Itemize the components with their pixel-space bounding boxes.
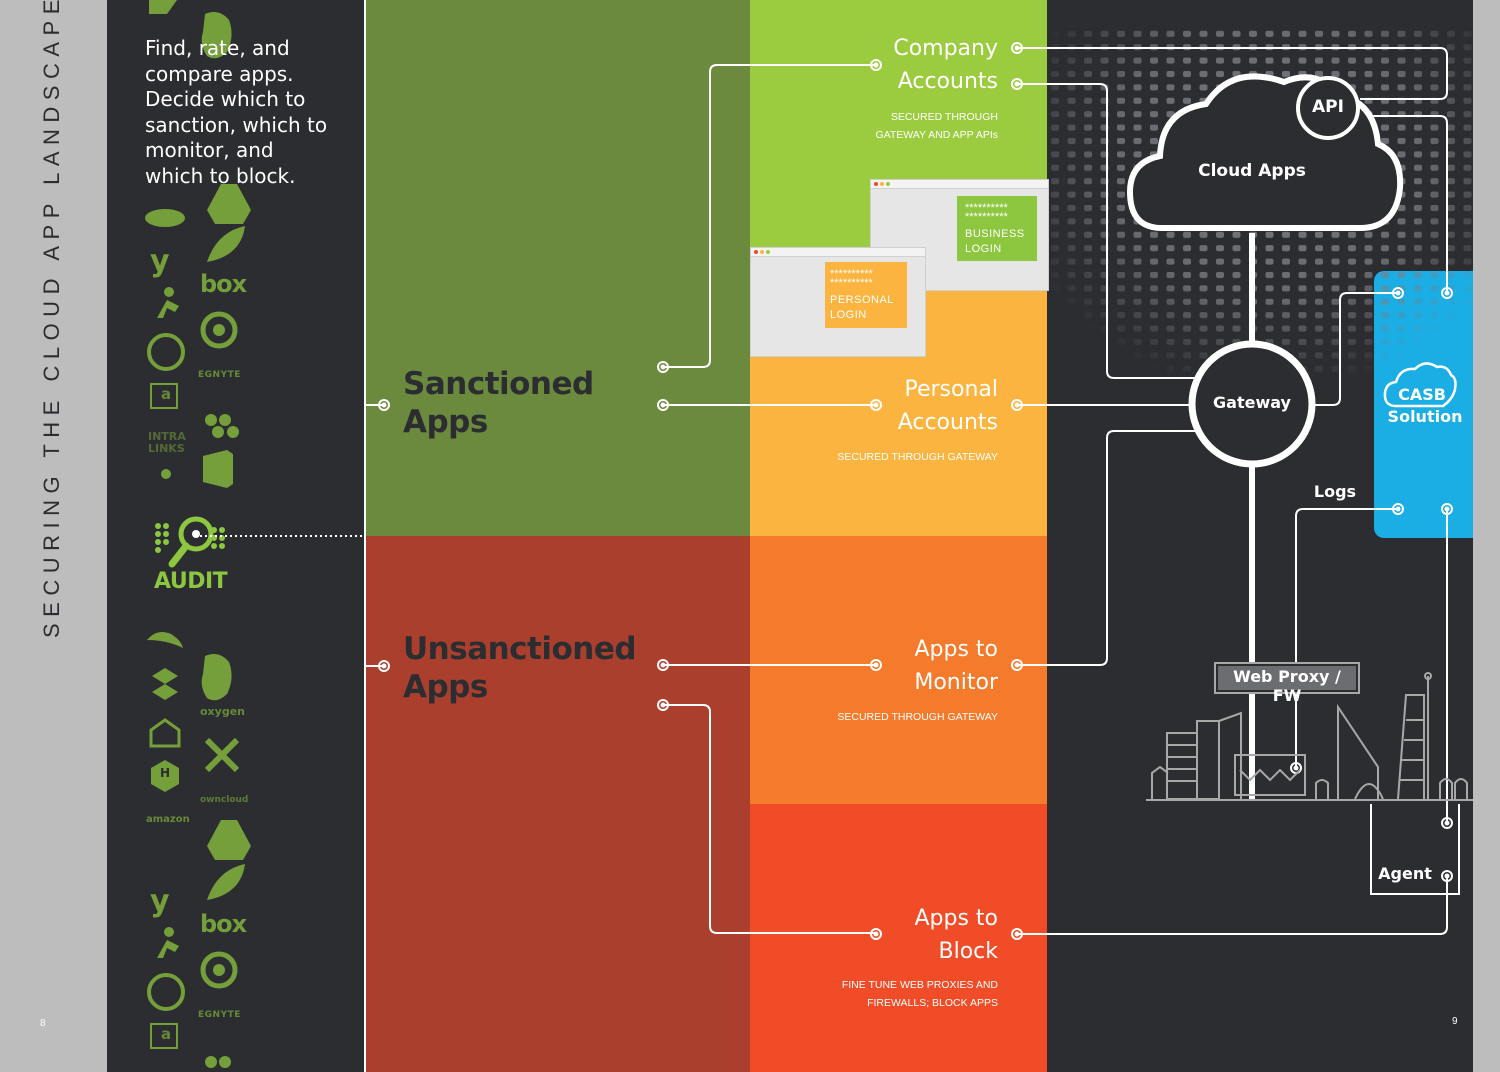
dots-logo-icon — [205, 414, 239, 438]
amazon-logo: a — [161, 385, 172, 403]
aperture-icon-2 — [147, 973, 185, 1011]
personal-accounts-subtitle: SECURED THROUGH GATEWAY — [837, 451, 998, 463]
yelp-logo: y — [150, 244, 170, 279]
hexagon-icon — [151, 760, 179, 792]
audit-label: AUDIT — [154, 569, 228, 594]
dropbox-icon — [152, 668, 178, 700]
sync-icon — [200, 311, 238, 349]
agent-label: Agent — [1378, 864, 1432, 883]
cloud-apps-icon — [1126, 73, 1404, 231]
google-drive-icon-2 — [207, 820, 251, 860]
office-icon — [203, 450, 233, 488]
cloud-house-icon — [149, 718, 181, 748]
amazon-ws-logo: amazon — [146, 814, 190, 825]
x-logo-icon — [204, 737, 240, 773]
gateway-node — [1188, 340, 1316, 468]
evernote-icon-2 — [201, 654, 232, 701]
gateway-label: Gateway — [1213, 393, 1291, 412]
left-margin — [0, 0, 107, 1072]
business-login-box[interactable]: ********** ********** BUSINESS LOGIN — [957, 196, 1037, 261]
personal-login-box[interactable]: ********** ********** PERSONAL LOGIN — [825, 262, 907, 328]
runner-icon-2 — [157, 927, 179, 958]
sanctioned-block — [365, 0, 750, 536]
sync-icon-2 — [200, 951, 238, 989]
evernote-icon — [201, 12, 232, 59]
dots-logo-icon-2 — [205, 1056, 231, 1068]
oxygen-logo: oxygen — [200, 705, 245, 718]
amazon-logo-2: a — [161, 1025, 172, 1043]
amazon-drive-icon-2 — [150, 1023, 178, 1049]
leaf-icon-2 — [207, 864, 245, 900]
app-logos-svg — [145, 0, 251, 1068]
right-margin — [1473, 0, 1500, 1072]
zendesk-icon — [149, 0, 177, 14]
leaf-icon — [207, 226, 245, 262]
right-page-number: 9 — [1452, 1016, 1458, 1027]
left-page-number: 8 — [40, 1018, 46, 1029]
audit-magnifier-icon — [155, 516, 225, 568]
unsanctioned-block — [365, 536, 750, 1072]
yelp-logo-2: y — [150, 884, 170, 919]
aperture-icon — [147, 333, 185, 371]
apps-to-monitor-block — [750, 536, 1047, 804]
casb-cloud-icon — [1383, 362, 1457, 408]
api-node — [1296, 76, 1360, 140]
egnyte-logo-2: EGNYTE — [198, 1010, 241, 1020]
zendesk-icon-2 — [147, 632, 183, 648]
api-label: API — [1312, 97, 1344, 117]
dot-icon — [161, 469, 171, 479]
web-proxy-fw-label: Web Proxy / FW — [1233, 667, 1341, 705]
amazon-drive-icon — [150, 383, 178, 409]
owncloud-logo: owncloud — [200, 795, 249, 805]
apps-to-block-block — [750, 804, 1047, 1072]
box-logo-2: box — [200, 910, 247, 938]
runner-icon — [157, 287, 179, 318]
logs-label: Logs — [1313, 482, 1357, 501]
cloud-apps-label: Cloud Apps — [1198, 161, 1306, 181]
h-logo: H — [160, 766, 171, 780]
egnyte-logo: EGNYTE — [198, 370, 241, 380]
casb-solution-label: CASB Solution — [1387, 385, 1463, 426]
node-markers — [378, 42, 1453, 940]
salesforce-icon — [145, 209, 185, 227]
intro-text: Find, rate, and compare apps. Decide whi… — [145, 36, 328, 188]
google-drive-icon — [207, 184, 251, 224]
city-skyline-icon — [1146, 672, 1473, 801]
apps-to-monitor-subtitle: SECURED THROUGH GATEWAY — [837, 711, 998, 723]
box-logo: box — [200, 270, 247, 298]
